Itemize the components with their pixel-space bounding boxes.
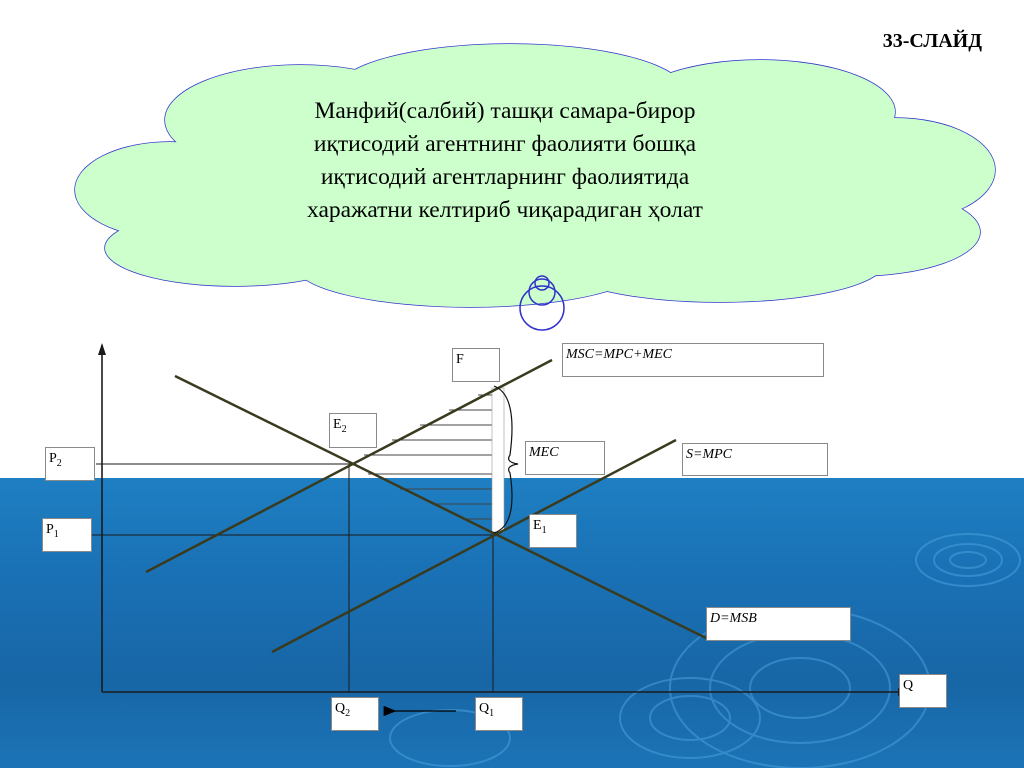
label-p2: P2 xyxy=(45,447,95,481)
cloud-text-line: иқтисодий агентларнинг фаолиятида xyxy=(320,164,690,190)
demand-curve xyxy=(174,374,707,640)
label-e2: E2 xyxy=(329,413,377,448)
cloud-core xyxy=(140,92,920,268)
label-q: Q xyxy=(899,674,947,708)
curves xyxy=(145,358,707,654)
thought-bubble-large xyxy=(519,285,565,331)
welfare-loss-hatching xyxy=(364,394,496,520)
label-f: F xyxy=(452,348,500,382)
y-axis-arrow xyxy=(98,343,106,355)
label-msc: MSC=MPC+MEC xyxy=(562,343,824,377)
mec-band xyxy=(491,387,505,533)
thought-bubble-medium xyxy=(528,278,556,306)
cloud-text-line: Манфий(салбий) ташқи самара-бирор xyxy=(314,98,696,124)
label-q2: Q2 xyxy=(331,697,379,731)
mpc-curve xyxy=(271,438,677,654)
msc-curve xyxy=(145,358,553,574)
label-mec: MEC xyxy=(525,441,605,475)
label-e1: E1 xyxy=(529,514,577,548)
mec-brace xyxy=(493,385,519,534)
guide-lines xyxy=(92,463,494,692)
cloud-text-line: харажатни келтириб чиқарадиган ҳолат xyxy=(307,197,703,223)
label-q1: Q1 xyxy=(475,697,523,731)
label-p1: P1 xyxy=(42,518,92,552)
axes xyxy=(101,345,906,693)
slide-number: 33-СЛАЙД xyxy=(882,30,982,52)
cloud-text: Манфий(салбий) ташқи самара-бирор иқтисо… xyxy=(230,95,780,227)
label-d-msb: D=MSB xyxy=(706,607,851,641)
thought-bubble-small xyxy=(534,275,550,291)
cloud-text-line: иқтисодий агентнинг фаолияти бошқа xyxy=(313,131,697,157)
thought-cloud xyxy=(74,43,996,331)
label-s-mpc: S=MPC xyxy=(682,443,828,476)
cloud-shape xyxy=(74,43,996,308)
